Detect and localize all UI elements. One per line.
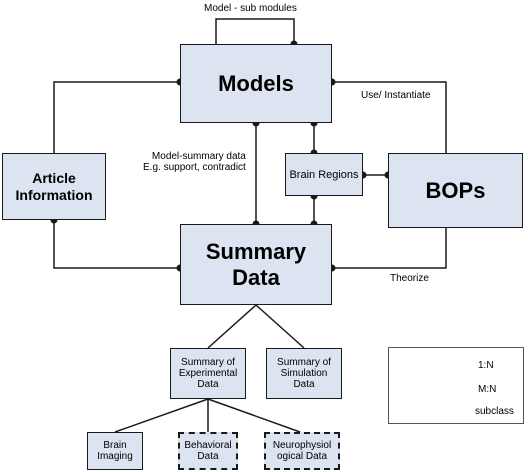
models-article-line [53, 81, 180, 153]
sub-modules-loop [215, 18, 295, 45]
article-information-label: Article Information [15, 169, 93, 203]
summary-simulation-box: Summary of Simulation Data [266, 348, 342, 399]
behavioral-data-box: Behavioral Data [178, 432, 238, 470]
summary-bops-line [332, 228, 447, 269]
neurophysiological-data-box: Neurophysiol ogical Data [264, 432, 340, 470]
models-label: Models [218, 70, 294, 96]
subclass-line-neuro [207, 398, 301, 433]
model-summary-label: Model-summary data E.g. support, contrad… [143, 151, 246, 173]
models-bops-line [332, 81, 447, 153]
theorize-label: Theorize [390, 273, 429, 284]
use-instantiate-label: Use/ Instantiate [361, 90, 431, 101]
summary-data-box: Summary Data [180, 224, 332, 305]
summary-data-label: Summary Data [205, 238, 307, 290]
summary-experimental-box: Summary of Experimental Data [170, 348, 246, 399]
bops-label: BOPs [425, 177, 486, 203]
subclass-line-imaging [114, 398, 209, 433]
legend-1n-label: 1:N [478, 360, 494, 371]
summary-experimental-label: Summary of Experimental Data [178, 357, 238, 390]
behavioral-data-label: Behavioral Data [184, 440, 232, 462]
article-information-box: Article Information [2, 153, 106, 220]
sub-modules-label: Model - sub modules [204, 3, 297, 14]
brain-imaging-box: Brain Imaging [87, 432, 143, 470]
brain-imaging-label: Brain Imaging [97, 440, 133, 462]
models-box: Models [180, 44, 332, 123]
subclass-line-experimental [207, 304, 257, 349]
article-summary-line [53, 220, 180, 269]
brain-regions-box: Brain Regions [285, 153, 363, 196]
bops-box: BOPs [388, 153, 523, 228]
legend-subclass-label: subclass [475, 406, 514, 417]
legend-box [388, 347, 524, 424]
legend-mn-label: M:N [478, 384, 497, 395]
brain-regions-label: Brain Regions [289, 168, 359, 181]
neurophysiological-data-label: Neurophysiol ogical Data [272, 440, 332, 462]
summary-simulation-label: Summary of Simulation Data [277, 357, 331, 390]
subclass-line-simulation [255, 304, 305, 349]
